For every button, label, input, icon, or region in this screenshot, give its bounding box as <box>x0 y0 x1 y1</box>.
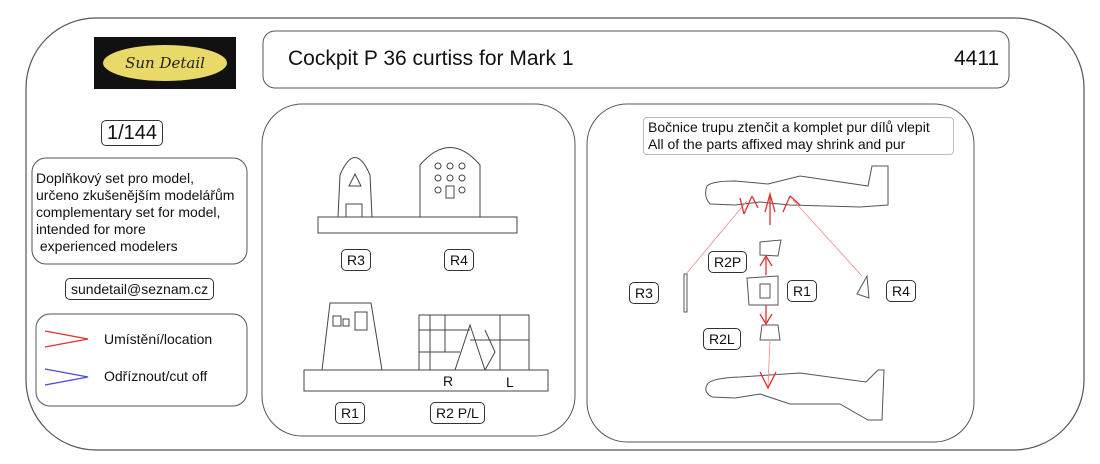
description-line: určeno zkušenějším modelářům <box>36 187 235 203</box>
fret-label-r2: R2 P/L <box>430 402 485 424</box>
assembly-note: Bočnice trupu ztenčit a komplet pur dílů… <box>643 117 954 155</box>
fret-label-r3: R3 <box>341 249 371 271</box>
assembly-label-r3: R3 <box>629 282 659 304</box>
legend-cutoff-label: Odříznout/cut off <box>104 368 208 384</box>
r3-part <box>337 157 373 218</box>
product-code: 4411 <box>954 47 1000 70</box>
fuselage-top <box>705 165 889 208</box>
description-line: experienced modelers <box>36 238 178 254</box>
legend-location-label: Umístění/location <box>104 331 213 347</box>
scale-badge: 1/144 <box>101 120 164 146</box>
r3-small-part <box>683 273 688 313</box>
description-line: Doplňkový set pro model, <box>36 170 194 186</box>
r1-part <box>321 302 383 371</box>
description-line: complementary set for model, <box>36 204 221 220</box>
description: Doplňkový set pro model, určeno zkušeněj… <box>36 170 234 255</box>
r2p-part <box>759 239 782 257</box>
assembly-label-r2l: R2L <box>703 328 741 350</box>
red-arrow-icon <box>739 191 801 390</box>
logo-text: Sun Detail <box>125 54 205 72</box>
red-arrow-icon <box>44 330 89 348</box>
assembly-label-r4: R4 <box>886 280 916 302</box>
r1-small-part <box>746 275 779 306</box>
r2l-part <box>759 324 781 341</box>
description-line: intended for more <box>36 221 146 237</box>
r4-part <box>419 147 481 217</box>
assembly-note-line: All of the parts affixed may shrink and … <box>648 136 906 152</box>
fret-label-r1: R1 <box>335 402 365 424</box>
fuselage-bottom <box>705 369 885 421</box>
r4-small-part <box>856 274 870 299</box>
blue-arrow-icon <box>44 368 89 386</box>
assembly-label-r2p: R2P <box>708 251 748 273</box>
r2-part <box>418 314 530 371</box>
page-title: Cockpit P 36 curtiss for Mark 1 <box>288 47 574 70</box>
logo-plate: Sun Detail <box>103 45 227 81</box>
assembly-note-line: Bočnice trupu ztenčit a komplet pur dílů… <box>648 119 930 135</box>
logo: Sun Detail <box>94 37 236 89</box>
r2-mark-left: L <box>506 374 514 390</box>
r2-mark-right: R <box>443 373 454 389</box>
fret-label-r4: R4 <box>444 249 474 271</box>
assembly-label-r1: R1 <box>787 280 817 302</box>
email-link[interactable]: sundetail@seznam.cz <box>65 278 215 300</box>
